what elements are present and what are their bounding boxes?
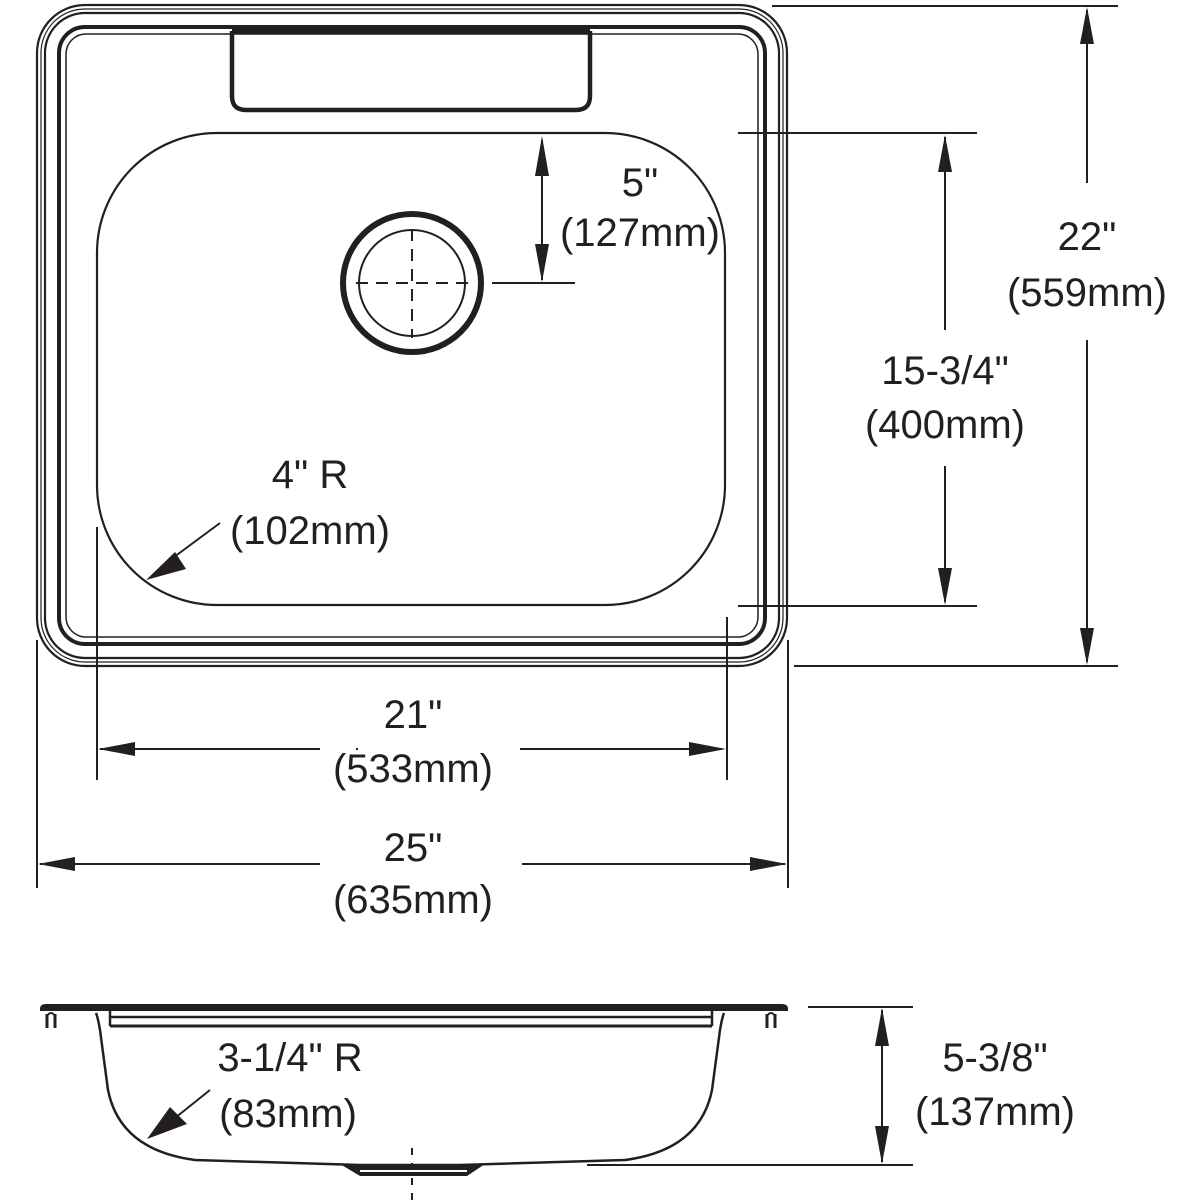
bowl-front-to-back-imperial: 15-3/4": [881, 349, 1009, 393]
bowl-depth-imperial: 5-3/8": [942, 1036, 1047, 1080]
outer-rim: [35, 3, 789, 668]
drain-offset-metric: (127mm): [560, 211, 720, 255]
bowl-outline: [95, 131, 727, 607]
side-section-view: 3-1/4" R (83mm) 5-3/8" (137mm): [40, 1004, 1075, 1200]
dim-bowl-corner-radius: 4" R (102mm): [146, 453, 390, 580]
top-view: 5" (127mm) 4" R (102mm) 15-3/4" (400mm): [35, 3, 1167, 922]
overall-width-metric: (635mm): [333, 878, 493, 922]
bottom-radius-imperial: 3-1/4" R: [217, 1036, 362, 1080]
corner-radius-metric: (102mm): [230, 509, 390, 553]
bowl-profile: [94, 1012, 726, 1167]
dim-overall-depth: 22" (559mm): [772, 5, 1167, 667]
overall-width-imperial: 25": [384, 826, 443, 870]
drain-offset-imperial: 5": [622, 161, 658, 205]
drain: [340, 211, 484, 355]
inner-rim: [57, 25, 767, 646]
dim-drain-offset: 5" (127mm): [492, 136, 720, 284]
dim-bowl-width: 21" (533mm): [96, 527, 728, 791]
corner-radius-imperial: 4" R: [272, 453, 348, 497]
bowl-depth-metric: (137mm): [915, 1090, 1075, 1134]
bowl-width-imperial: 21": [384, 693, 443, 737]
bowl-front-to-back-metric: (400mm): [865, 403, 1025, 447]
overall-depth-imperial: 22": [1058, 215, 1117, 259]
faucet-ledge: [229, 31, 593, 113]
dim-bowl-front-to-back: 15-3/4" (400mm): [738, 132, 1025, 607]
dim-bottom-radius: 3-1/4" R (83mm): [147, 1036, 363, 1139]
dim-overall-width: 25" (635mm): [36, 640, 789, 922]
mounting-clip-left: [45, 1012, 57, 1028]
overall-depth-metric: (559mm): [1007, 271, 1167, 315]
bottom-radius-metric: (83mm): [219, 1092, 357, 1136]
rim-flange: [40, 1004, 788, 1011]
mounting-clip-right: [765, 1012, 777, 1028]
bowl-width-metric: (533mm): [333, 747, 493, 791]
dim-bowl-depth: 5-3/8" (137mm): [587, 1006, 1075, 1166]
